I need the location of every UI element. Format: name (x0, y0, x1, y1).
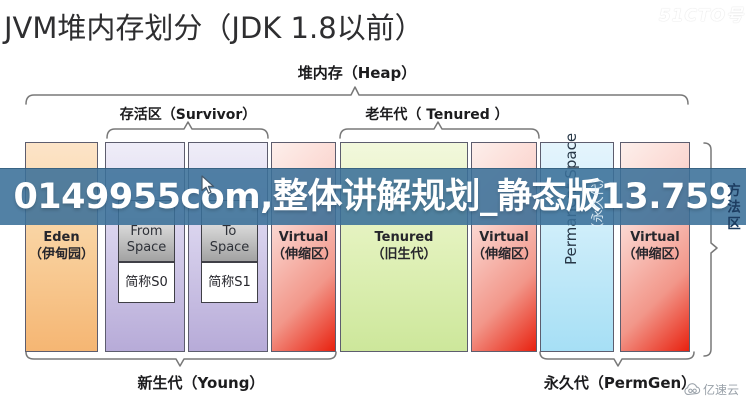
virtual-perm-label: Virtual（伸缩区） (622, 230, 688, 262)
survivor-label: 存活区（Survivor） (119, 107, 257, 123)
heap-bracket (25, 86, 689, 105)
permanent-space-faint-label: （永久代） (591, 170, 606, 236)
virtual-tenured-label: Virtual（伸缩区） (472, 230, 538, 262)
virtual-young-label: Virtual（伸缩区） (272, 230, 338, 262)
survivor-bracket (106, 121, 269, 139)
tenured-column-label: Tenured（旧生代） (371, 230, 437, 262)
permgen-bracket (539, 351, 695, 367)
page-title: JVM堆内存划分（JDK 1.8以前） (4, 11, 424, 45)
young-generation-label: 新生代（Young） (137, 374, 265, 392)
51cto-watermark: 51CTO号 (658, 6, 744, 26)
method-area-bracket (703, 142, 718, 357)
method-area-label: 方法区 (724, 183, 740, 233)
heap-label: 堆内存（Heap） (297, 64, 417, 82)
young-bracket (25, 351, 337, 367)
watermark-banner: 0149955com,整体讲解规划_静态版13.759 (0, 168, 746, 225)
tenured-generation-label: 老年代（ Tenured ） (365, 107, 509, 123)
yisuyun-logo-text: 亿速云 (703, 383, 740, 397)
eden-column-label: Eden（伊甸园） (28, 230, 94, 262)
yisuyun-logo: 亿速云 (684, 381, 739, 398)
tenured-bracket (339, 121, 540, 139)
cloud-icon (684, 383, 701, 396)
mouse-cursor-icon (201, 175, 215, 194)
permgen-label: 永久代（PermGen） (543, 374, 697, 392)
s0-tag-box: 简称S0 (118, 262, 175, 303)
watermark-banner-text: 0149955com,整体讲解规划_静态版13.759 (13, 177, 733, 217)
s1-tag-box: 简称S1 (201, 262, 258, 303)
